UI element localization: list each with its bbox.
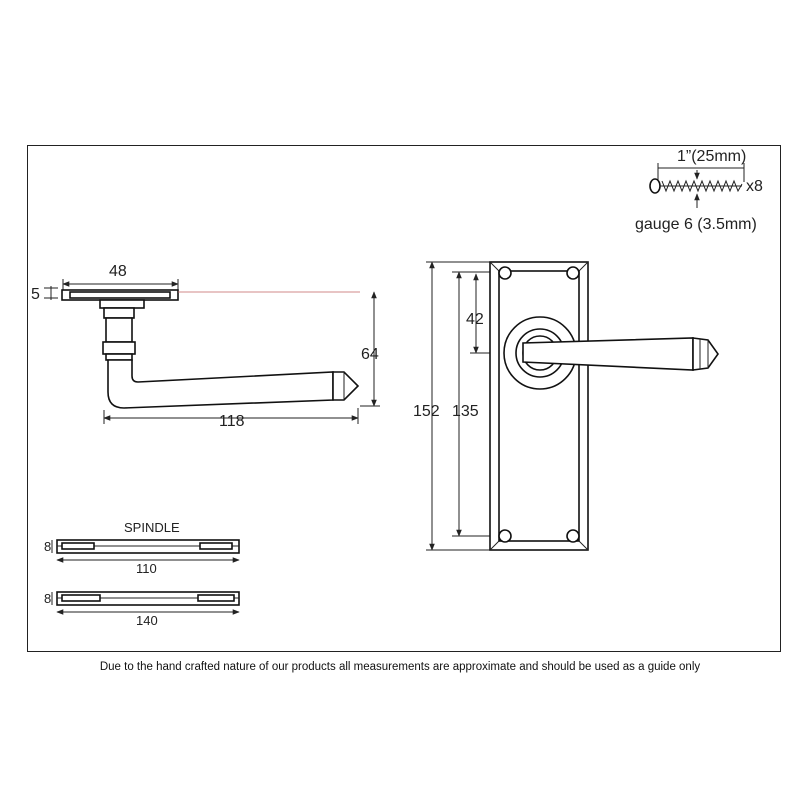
lever-arm — [107, 359, 334, 409]
rose-boss — [99, 299, 145, 309]
screw-length-label: 1”(25mm) — [677, 148, 746, 165]
screw-hole — [498, 529, 512, 543]
lever-tip — [332, 371, 360, 401]
plate-height-label: 152 — [413, 403, 440, 420]
disclaimer-text: Due to the hand crafted nature of our pr… — [100, 661, 701, 673]
spindle-title: SPINDLE — [124, 520, 180, 535]
spindle-short-length: 110 — [136, 561, 157, 576]
fixing-centres-label: 135 — [452, 403, 479, 420]
spindle-offset-label: 42 — [466, 311, 484, 328]
rose-width-label: 48 — [109, 263, 127, 280]
backplate-front-view: 152 135 42 — [413, 261, 719, 551]
lever-neck — [105, 317, 133, 343]
spindle-long-size: 8 — [44, 591, 51, 606]
screw-quantity-label: x8 — [746, 178, 763, 195]
lever-length-label: 118 — [219, 413, 245, 430]
projection-label: 64 — [361, 346, 379, 363]
screw-head — [649, 178, 661, 194]
lever-handle-tip — [692, 337, 719, 371]
rose-thickness-label: 5 — [31, 286, 40, 303]
spindle-section: SPINDLE 8 110 8 140 — [44, 520, 240, 628]
screw-hole — [566, 529, 580, 543]
screw-hole — [566, 266, 580, 280]
screw-gauge-label: gauge 6 (3.5mm) — [635, 216, 757, 233]
spindle-short-size: 8 — [44, 539, 51, 554]
lever-side-view: 48 5 64 118 — [31, 263, 380, 430]
screw-hole — [498, 266, 512, 280]
screw-thread — [661, 179, 743, 193]
spindle-long-length: 140 — [136, 613, 158, 628]
screw-illustration: 1”(25mm) x8 gauge 6 (3.5mm) — [635, 148, 763, 233]
backplate-bevel — [498, 270, 580, 542]
drawing-frame — [27, 145, 781, 652]
